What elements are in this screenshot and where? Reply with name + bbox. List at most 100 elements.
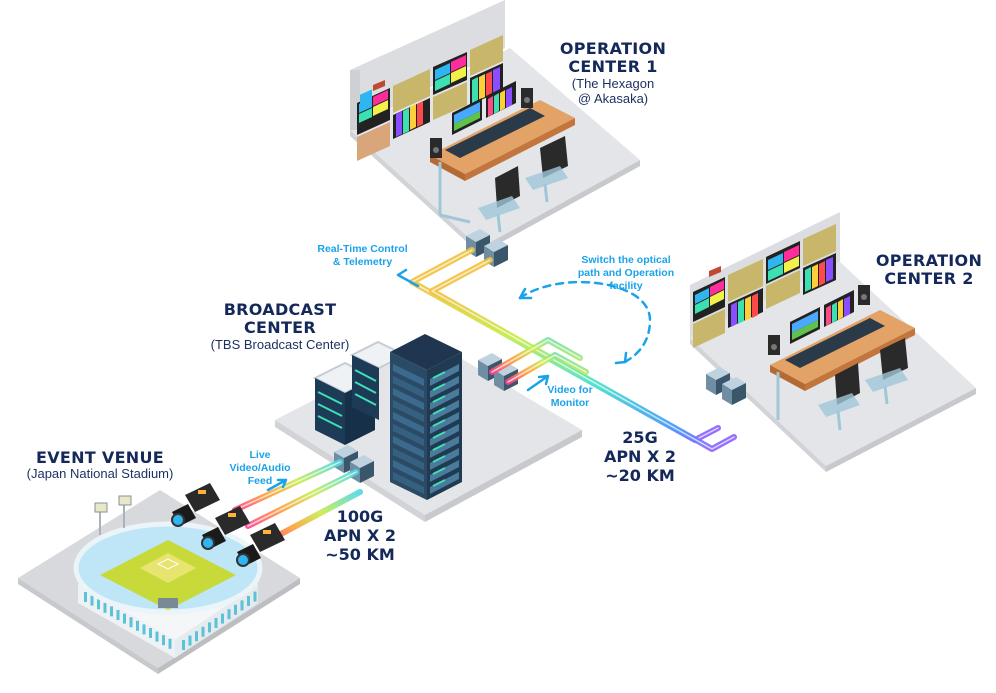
rack-unit-left [393,472,424,494]
feed-line1: Live [249,449,271,461]
stadium-window [247,596,250,606]
op1-subtitle-line1: (The Hexagon [571,75,655,91]
camera-3 [236,523,285,567]
link-25g-distance: ~20 KM [605,466,675,486]
rack-unit-right [430,448,459,470]
venue-title: EVENT VENUE [35,448,165,467]
rack-led [432,431,446,439]
switch-line3: facility [609,280,643,293]
feed-line2: Video/Audio [229,462,291,475]
stadium-window [188,635,192,646]
stadium-window [97,599,100,610]
main-server-rack [390,334,462,500]
stadium-window [195,631,198,642]
stadium-window [201,626,205,637]
switch-line1: Switch the optical [581,254,671,266]
op1-desk [430,81,575,224]
op1-floor-edge-left [350,130,480,254]
link-100g-type: APN X 2 [323,526,397,546]
feed-arrow [266,478,288,492]
event-venue-stadium [18,483,300,674]
infield-diamond [156,558,180,570]
stadium-window [227,609,231,620]
stadium-window [221,613,224,624]
fiber-venue-broadcast-b-core [247,471,357,527]
rack-unit-right [430,460,459,482]
operation-center-2-room [690,212,976,472]
op2-monitor-wall [693,224,836,348]
live-feed-note: Live Video/Audio Feed [222,449,298,488]
op2-desk [768,285,915,420]
link-25g-speed: 25G [622,428,658,447]
rack-led [432,455,446,463]
stadium-window [149,628,152,638]
rack-unit-right [430,424,459,446]
op2-chairs [818,338,908,431]
broadcast-center-label: BROADCAST CENTER (TBS Broadcast Center) [185,300,375,353]
realtime-line1: Real-Time Control [317,243,408,255]
rack-unit-left [393,460,424,482]
link-100g-distance: ~50 KM [325,545,395,565]
operation-center-1-room [350,0,640,267]
stadium-window [129,617,133,628]
broadcast-title-line2: CENTER [243,318,317,338]
rack-unit-right [430,364,459,386]
small-servers [312,340,408,445]
rack-led [432,395,446,403]
rack-units [393,364,459,494]
stadium-window [110,606,113,617]
rack-led [432,479,446,487]
rack-led [432,383,446,391]
video-monitor-note: Video for Monitor [535,384,605,410]
stadium-window [155,631,159,642]
stadium-window [240,600,244,611]
realtime-control-note: Real-Time Control & Telemetry [305,243,420,269]
rack-led [432,371,446,379]
stadium-window [90,595,94,606]
rack-unit-left [393,364,424,386]
rack-unit-right [430,436,459,458]
rack-unit-right [430,472,459,494]
venue-subtitle: (Japan National Stadium) [26,466,174,482]
fiber-broadcast-tap-b-core [507,354,587,383]
camera-2 [201,506,250,550]
monitor-line1: Video for [547,384,593,396]
stadium-window [123,613,126,624]
infield [140,553,196,583]
annotation-arrows [266,268,652,492]
op1-title-line2: CENTER 1 [568,57,658,77]
rack-unit-left [393,400,424,422]
rack-led [432,407,446,415]
rack-unit-left [393,448,424,470]
op2-floor-edge [826,388,976,472]
fiber-venue-broadcast-a-core [234,461,341,511]
rack-unit-right [430,388,459,410]
switch-arrowhead-bottom [614,351,628,365]
stadium-windows [84,591,257,650]
switch-arrowhead-top [518,287,533,300]
broadcast-title-line1: BROADCAST [223,300,337,319]
feed-line3: Feed [247,475,273,488]
monitor-line2: Monitor [550,397,590,410]
link-25g-type: APN X 2 [603,447,677,467]
rack-unit-right [430,400,459,422]
stadium-window [142,624,146,635]
fiber-broadcast-tap-a-core [491,339,581,373]
stadium-window [208,622,211,633]
op1-chairs [478,136,568,233]
realtime-line2: & Telemetry [332,256,393,269]
realtime-arrow [396,268,420,288]
operation-center-2-label: OPERATION CENTER 2 [862,251,996,289]
op1-floor-edge [480,160,640,254]
fiber-op1-op2-b-core [431,259,735,450]
venue-floor-edge-left [18,578,158,674]
event-venue-label: EVENT VENUE (Japan National Stadium) [0,448,200,482]
broadcast-center-room [275,334,582,522]
rack-unit-right [430,376,459,398]
stadium-window [116,610,120,620]
stadium-window [253,591,257,602]
stadium-window [136,620,139,631]
rack-led [432,467,446,475]
